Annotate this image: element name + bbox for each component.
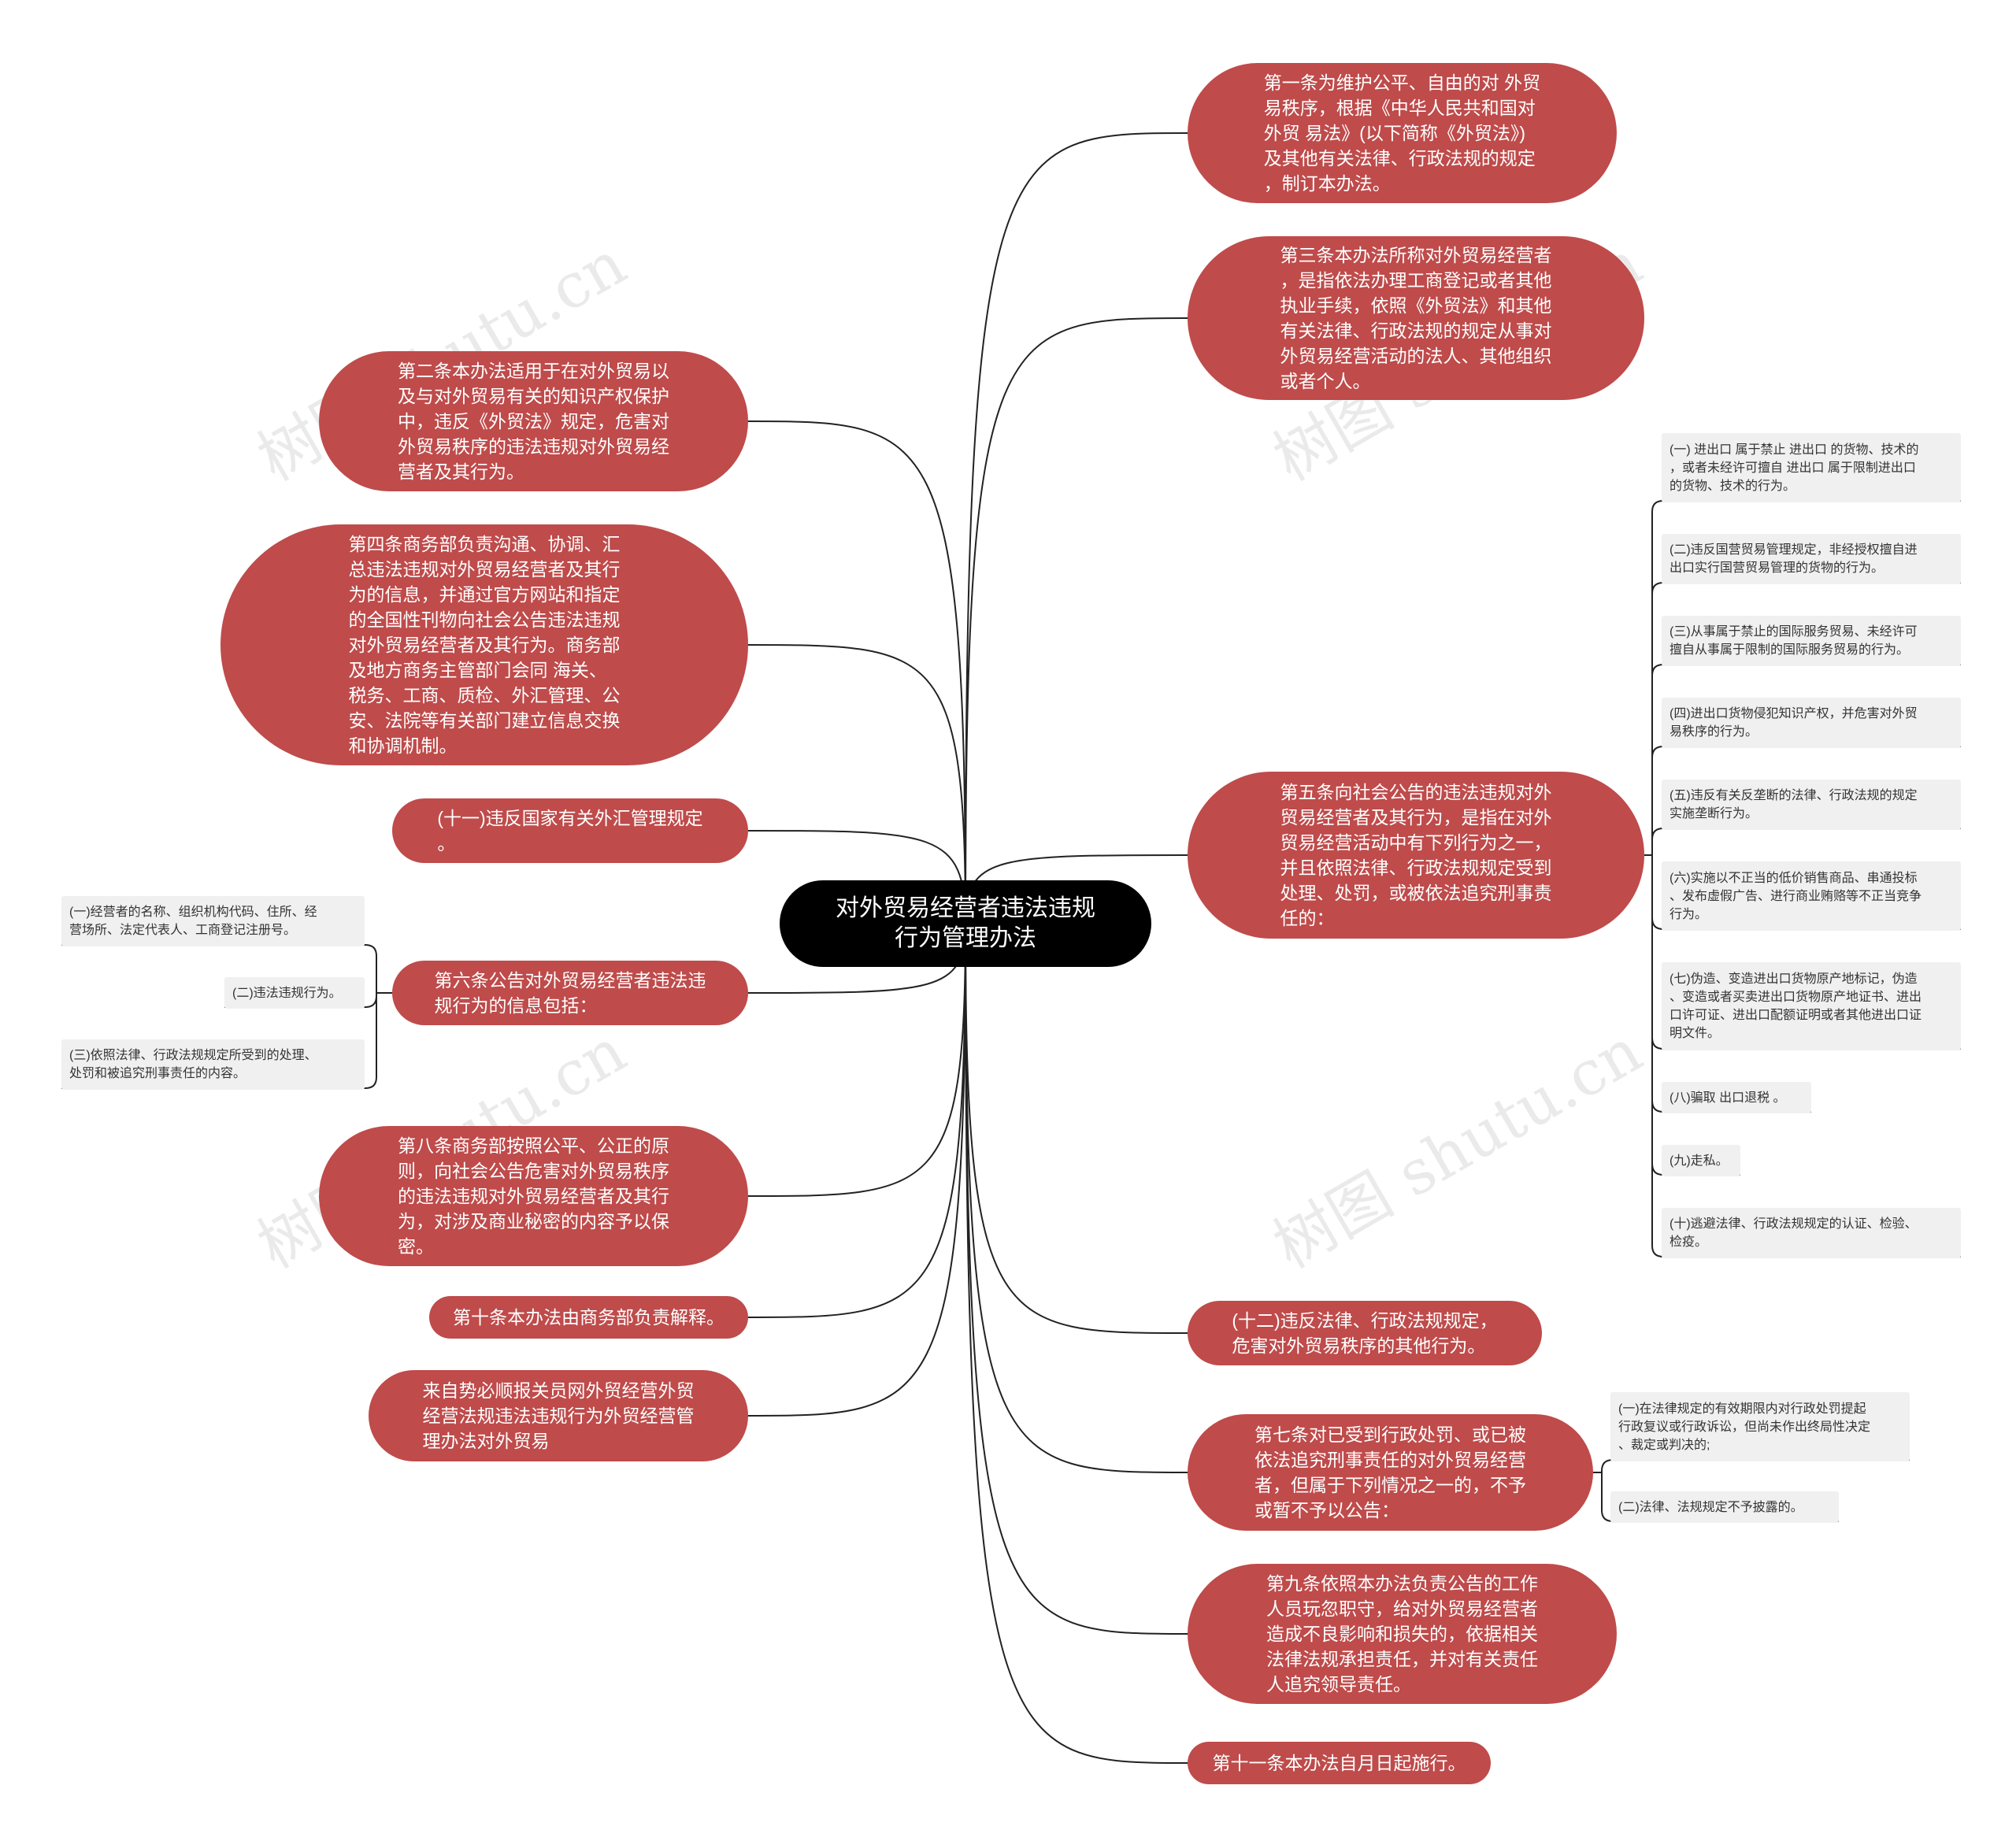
node-article-11[interactable]: 第十一条本办法自月日起施行。 [1188,1742,1491,1784]
node-article-5[interactable]: 第五条向社会公告的违法违规对外 贸易经营者及其行为，是指在对外 贸易经营活动中有… [1188,772,1644,939]
node-article-4[interactable]: 第四条商务部负责沟通、协调、汇 总违法违规对外贸易经营者及其行 为的信息，并通过… [220,524,748,765]
node-article-3[interactable]: 第三条本办法所称对外贸易经营者 ，是指依法办理工商登记或者其他 执业手续，依照《… [1188,236,1644,400]
node-label: 第七条对已受到行政处罚、或已被 依法追究刑事责任的对外贸易经营 者，但属于下列情… [1254,1424,1526,1520]
node-label: 第五条向社会公告的违法违规对外 贸易经营者及其行为，是指在对外 贸易经营活动中有… [1280,782,1552,928]
node-item-12[interactable]: (十二)违反法律、行政法规规定， 危害对外贸易秩序的其他行为。 [1188,1301,1542,1365]
article-7-item[interactable]: (一)在法律规定的有效期限内对行政处罚提起 行政复议或行政诉讼，但尚未作出终局性… [1610,1392,1910,1461]
node-label: 第九条依照本办法负责公告的工作 人员玩忽职守，给对外贸易经营者 造成不良影响和损… [1266,1573,1538,1695]
leaf-label: (二)违反国营贸易管理规定，非经授权擅自进 出口实行国营贸易管理的货物的行为。 [1670,543,1918,575]
branch-connector [747,644,966,924]
leaf-label: (一)经营者的名称、组织机构代码、住所、经 营场所、法定代表人、工商登记注册号。 [69,906,317,937]
sub-connector [1651,828,1961,855]
node-article-6[interactable]: 第六条公告对外贸易经营者违法违 规行为的信息包括： [392,961,748,1025]
sub-connector [1601,1459,1910,1472]
article-5-item[interactable]: (五)违反有关反垄断的法律、行政法规的规定 实施垄断行为。 [1662,780,1961,830]
leaf-label: (三)依照法律、行政法规规定所受到的处理、 处罚和被追究刑事责任的内容。 [69,1049,317,1080]
node-label: 第四条商务部负责沟通、协调、汇 总违法违规对外贸易经营者及其行 为的信息，并通过… [348,534,621,756]
node-article-9[interactable]: 第九条依照本办法负责公告的工作 人员玩忽职守，给对外贸易经营者 造成不良影响和损… [1188,1564,1617,1704]
leaf-label: (二)违法违规行为。 [232,986,342,1000]
node-label: 第二条本办法适用于在对外贸易以 及与对外贸易有关的知识产权保护 中，违反《外贸法… [398,361,669,482]
node-article-1[interactable]: 第一条为维护公平、自由的对 外贸 易秩序，根据《中华人民共和国对 外贸 易法》(… [1188,63,1617,203]
branch-connector [747,420,966,924]
article-5-item[interactable]: (十)逃避法律、行政法规规定的认证、检验、 检疫。 [1662,1208,1961,1258]
leaf-label: (三)从事属于禁止的国际服务贸易、未经许可 擅自从事属于限制的国际服务贸易的行为… [1670,625,1918,657]
leaf-label: (九)走私。 [1670,1154,1729,1168]
sub-connector [61,993,377,1089]
branch-connector [965,132,1188,924]
leaf-label: (四)进出口货物侵犯知识产权，并危害对外贸 易秩序的行为。 [1670,707,1918,739]
node-source-note[interactable]: 来自势必顺报关员网外贸经营外贸 经营法规违法违规行为外贸经营管 理办法对外贸易 [369,1370,748,1461]
branch-connector [965,923,1188,1473]
leaf-label: (一) 进出口 属于禁止 进出口 的货物、技术的 ，或者未经许可擅自 进出口 属… [1670,443,1919,493]
article-6-item[interactable]: (一)经营者的名称、组织机构代码、住所、经 营场所、法定代表人、工商登记注册号。 [61,896,365,946]
article-7-item[interactable]: (二)法律、法规规定不予披露的。 [1610,1491,1839,1523]
leaf-label: (七)伪造、变造进出口货物原产地标记，伪造 、变造或者买卖进出口货物原产地证书、… [1670,972,1922,1040]
leaf-label: (二)法律、法规规定不予披露的。 [1618,1500,1803,1514]
root-label: 对外贸易经营者违法违规 行为管理办法 [836,895,1095,951]
article-5-item[interactable]: (六)实施以不正当的低价销售商品、串通投标 、发布虚假广告、进行商业贿赂等不正当… [1662,861,1961,931]
node-label: 第三条本办法所称对外贸易经营者 ，是指依法办理工商登记或者其他 执业手续，依照《… [1280,245,1552,391]
node-label: (十二)违反法律、行政法规规定， 危害对外贸易秩序的其他行为。 [1232,1310,1498,1356]
branch-connector [965,923,1188,1635]
branch-connector [747,923,966,1417]
article-5-item[interactable]: (八)骗取 出口退税 。 [1662,1082,1811,1113]
article-6-item[interactable]: (三)依照法律、行政法规规定所受到的处理、 处罚和被追究刑事责任的内容。 [61,1039,365,1090]
node-label: (十一)违反国家有关外汇管理规定 。 [437,808,703,854]
leaf-label: (五)违反有关反垄断的法律、行政法规的规定 实施垄断行为。 [1670,789,1918,820]
branch-connector [747,923,966,1318]
leaf-label: (十)逃避法律、行政法规规定的认证、检验、 检疫。 [1670,1217,1918,1249]
node-item-11[interactable]: (十一)违反国家有关外汇管理规定 。 [392,798,748,863]
leaf-label: (六)实施以不正当的低价销售商品、串通投标 、发布虚假广告、进行商业贿赂等不正当… [1670,871,1922,921]
branch-connector [965,923,1188,1764]
article-5-item[interactable]: (三)从事属于禁止的国际服务贸易、未经许可 擅自从事属于限制的国际服务贸易的行为… [1662,616,1961,666]
branch-connector [965,317,1188,924]
article-5-item[interactable]: (二)违反国营贸易管理规定，非经授权擅自进 出口实行国营贸易管理的货物的行为。 [1662,534,1961,584]
article-5-item[interactable]: (七)伪造、变造进出口货物原产地标记，伪造 、变造或者买卖进出口货物原产地证书、… [1662,962,1961,1050]
node-label: 第十条本办法由商务部负责解释。 [453,1307,724,1328]
leaf-label: (八)骗取 出口退税 。 [1670,1091,1786,1105]
node-label: 第十一条本办法自月日起施行。 [1212,1753,1466,1773]
sub-connector [61,944,377,993]
node-label: 第一条为维护公平、自由的对 外贸 易秩序，根据《中华人民共和国对 外贸 易法》(… [1263,72,1541,194]
node-label: 来自势必顺报关员网外贸经营外贸 经营法规违法违规行为外贸经营管 理办法对外贸易 [422,1380,695,1451]
article-5-item[interactable]: (一) 进出口 属于禁止 进出口 的货物、技术的 ，或者未经许可擅自 进出口 属… [1662,433,1961,502]
node-article-7[interactable]: 第七条对已受到行政处罚、或已被 依法追究刑事责任的对外贸易经营 者，但属于下列情… [1188,1414,1593,1531]
node-article-10[interactable]: 第十条本办法由商务部负责解释。 [429,1296,748,1339]
node-article-2[interactable]: 第二条本办法适用于在对外贸易以 及与对外贸易有关的知识产权保护 中，违反《外贸法… [319,351,748,491]
article-5-item[interactable]: (四)进出口货物侵犯知识产权，并危害对外贸 易秩序的行为。 [1662,698,1961,748]
article-6-item[interactable]: (二)违法违规行为。 [224,977,365,1009]
branch-connector [965,923,1188,1334]
node-label: 第六条公告对外贸易经营者违法违 规行为的信息包括： [434,970,706,1016]
leaf-label: (一)在法律规定的有效期限内对行政处罚提起 行政复议或行政诉讼，但尚未作出终局性… [1618,1402,1871,1452]
branch-connector [747,923,966,1197]
node-label: 第八条商务部按照公平、公正的原 则，向社会公告危害对外贸易秩序 的违法违规对外贸… [398,1135,669,1257]
article-5-item[interactable]: (九)走私。 [1662,1145,1740,1176]
root-node[interactable]: 对外贸易经营者违法违规 行为管理办法 [780,880,1151,967]
node-article-8[interactable]: 第八条商务部按照公平、公正的原 则，向社会公告危害对外贸易秩序 的违法违规对外贸… [319,1126,748,1266]
